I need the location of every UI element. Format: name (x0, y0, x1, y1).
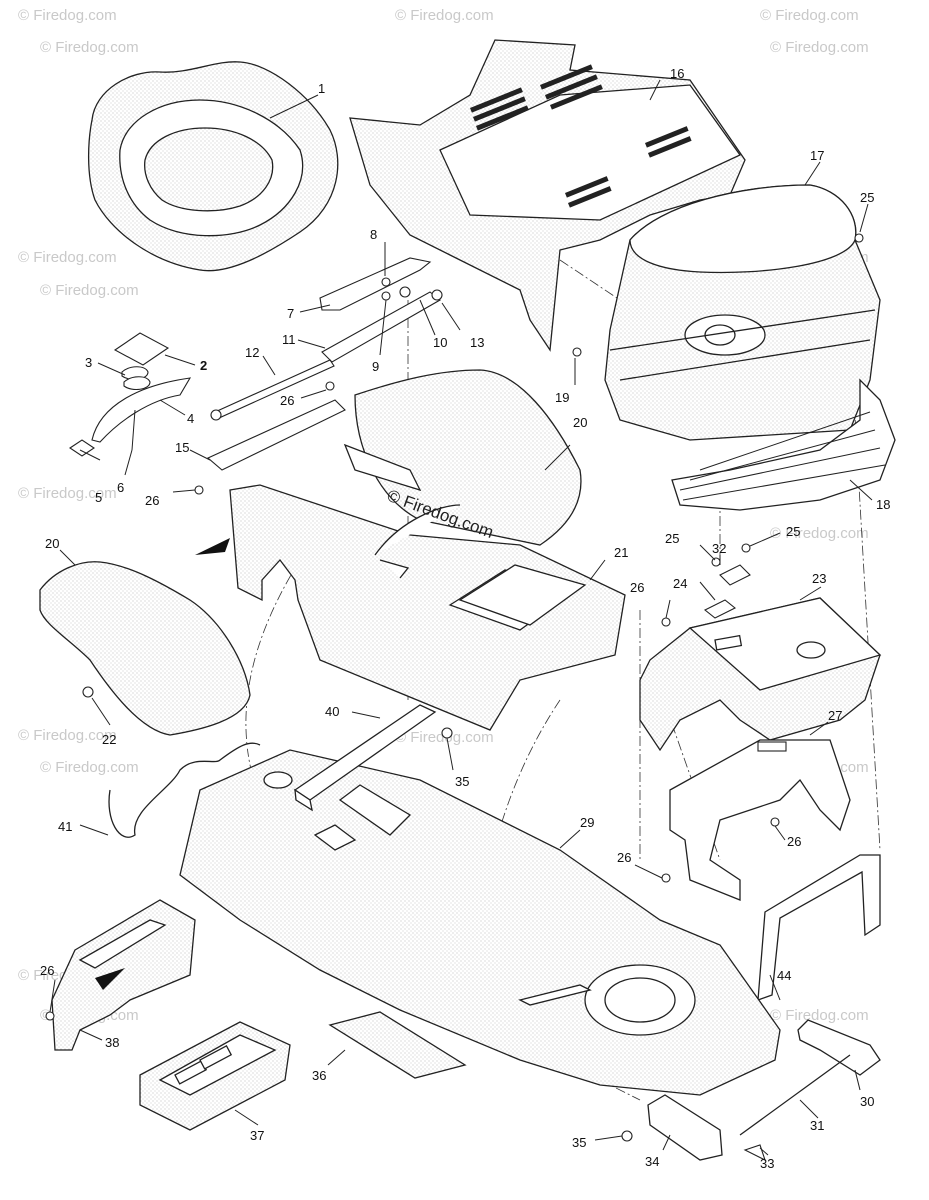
callout-25: 25 (786, 524, 800, 539)
callout-3: 3 (85, 355, 92, 370)
seat-spring-hardware (69, 332, 192, 457)
rear-panel (229, 484, 626, 731)
frame-footrest (179, 749, 781, 1096)
fender-right (343, 369, 582, 546)
callout-2: 2 (200, 358, 207, 373)
callout-26: 26 (40, 963, 54, 978)
callout-26: 26 (145, 493, 159, 508)
callout-5: 5 (95, 490, 102, 505)
side-panel (51, 899, 196, 1051)
callout-26: 26 (630, 580, 644, 595)
watermark-text: © Firedog.com (770, 1007, 869, 1024)
watermark-text: © Firedog.com (18, 249, 117, 266)
front-grille (671, 378, 896, 511)
callout-24: 24 (673, 576, 687, 591)
callout-40: 40 (325, 704, 339, 719)
callout-35: 35 (572, 1135, 586, 1150)
callout-31: 31 (810, 1118, 824, 1133)
watermark-text: © Firedog.com (18, 727, 117, 744)
watermark-text: © Firedog.com (18, 7, 117, 24)
dash-panel (639, 597, 882, 752)
callout-10: 10 (433, 335, 447, 350)
hood (604, 184, 881, 441)
callout-23: 23 (812, 571, 826, 586)
tray (139, 1021, 291, 1131)
callout-18: 18 (876, 497, 890, 512)
brake-linkage (621, 1019, 881, 1162)
dash-hardware (661, 233, 864, 627)
arrow-icon (95, 968, 125, 990)
callout-26: 26 (617, 850, 631, 865)
frame-plate (293, 704, 437, 812)
callout-33: 33 (760, 1156, 774, 1171)
callout-25: 25 (860, 190, 874, 205)
callout-38: 38 (105, 1035, 119, 1050)
callout-6: 6 (117, 480, 124, 495)
watermark-text: © Firedog.com (40, 282, 139, 299)
dash-bracket (669, 739, 851, 901)
callout-labels: 1 16 17 25 8 7 9 10 13 11 12 19 2 3 4 26… (40, 66, 890, 1171)
callout-27: 27 (828, 708, 842, 723)
seat (87, 61, 339, 272)
callout-20: 20 (573, 415, 587, 430)
callout-8: 8 (370, 227, 377, 242)
callout-19: 19 (555, 390, 569, 405)
callout-26: 26 (787, 834, 801, 849)
floor-mat (328, 1011, 467, 1079)
watermark-text: © Firedog.com (395, 7, 494, 24)
callout-4: 4 (187, 411, 194, 426)
leader-lines (49, 79, 873, 1156)
u-bracket (757, 854, 881, 1001)
callout-34: 34 (645, 1154, 659, 1169)
watermark-text: © Firedog.com (40, 39, 139, 56)
callout-29: 29 (580, 815, 594, 830)
direction-arrows (95, 538, 230, 990)
fasteners (45, 347, 780, 1021)
callout-7: 7 (287, 306, 294, 321)
callout-25: 25 (665, 531, 679, 546)
callout-16: 16 (670, 66, 684, 81)
watermark-text: © Firedog.com (770, 525, 869, 542)
watermark-text: © Firedog.com (40, 759, 139, 776)
callout-26: 26 (280, 393, 294, 408)
callout-30: 30 (860, 1094, 874, 1109)
fender-left (39, 561, 251, 736)
callout-1: 1 (318, 81, 325, 96)
callout-12: 12 (245, 345, 259, 360)
cable (108, 742, 261, 838)
seat-bracket-rods (210, 257, 443, 421)
watermark-text: © Firedog.com (760, 7, 859, 24)
callout-17: 17 (810, 148, 824, 163)
strap (206, 399, 346, 471)
callout-20: 20 (45, 536, 59, 551)
callout-41: 41 (58, 819, 72, 834)
callout-15: 15 (175, 440, 189, 455)
callout-35: 35 (455, 774, 469, 789)
callout-37: 37 (250, 1128, 264, 1143)
callout-9: 9 (372, 359, 379, 374)
callout-21: 21 (614, 545, 628, 560)
callout-36: 36 (312, 1068, 326, 1083)
callout-22: 22 (102, 732, 116, 747)
watermark-text: © Firedog.com (770, 39, 869, 56)
callout-11: 11 (282, 332, 296, 347)
callout-32: 32 (712, 541, 726, 556)
arrow-icon (195, 538, 230, 555)
callout-44: 44 (777, 968, 791, 983)
watermark-text: © Firedog.com (18, 485, 117, 502)
rear-body (349, 39, 746, 352)
callout-13: 13 (470, 335, 484, 350)
